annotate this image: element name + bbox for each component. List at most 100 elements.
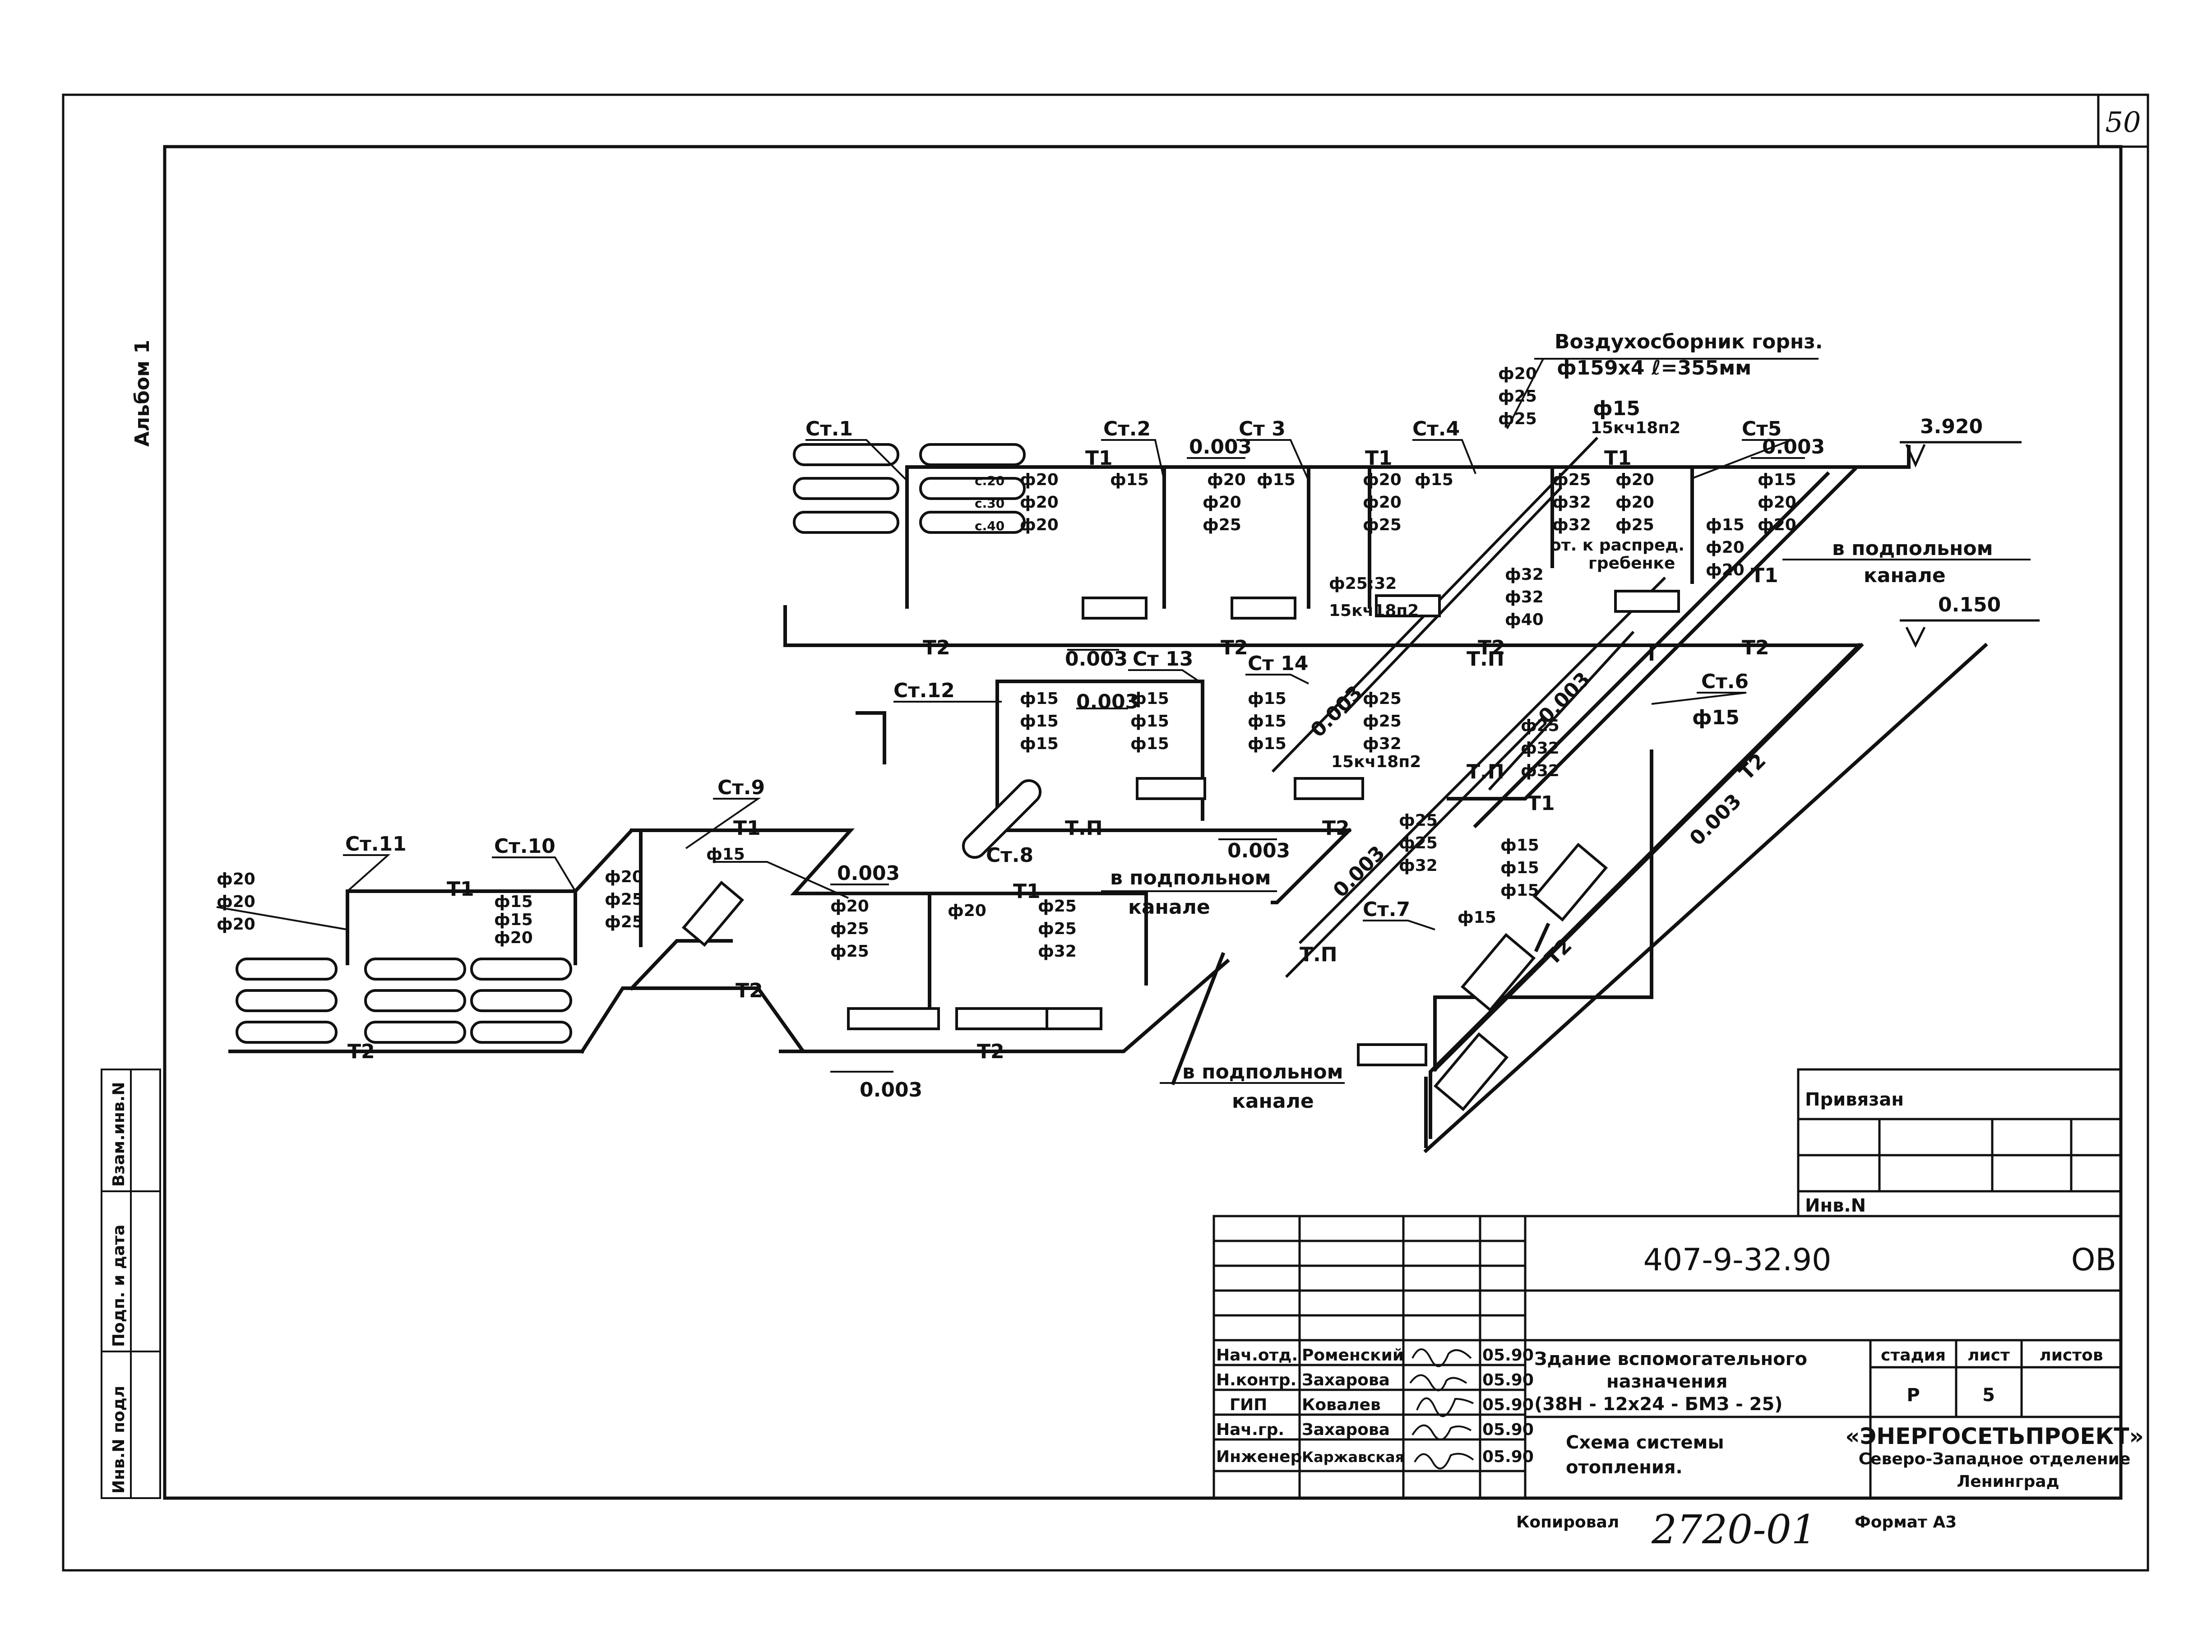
organization-city: Ленинград: [1957, 1472, 2059, 1491]
object-name: Здание вспомогательного: [1534, 1349, 1807, 1370]
return-label: Т2: [923, 636, 950, 659]
return-label: Т2: [1221, 636, 1248, 659]
stage-header: стадия: [1881, 1346, 1946, 1365]
binding-inventory: Инв.N: [1805, 1195, 1866, 1216]
signature-row: ГИП Ковалев 05.90: [1230, 1396, 1534, 1414]
svg-text:ф25: ф25: [1363, 712, 1402, 731]
svg-text:ф15: ф15: [1500, 881, 1539, 900]
object-name: назначения: [1606, 1371, 1727, 1392]
slope-value: 0.003: [1306, 681, 1367, 742]
svg-text:ф15: ф15: [1130, 735, 1169, 753]
svg-text:ф20: ф20: [1020, 516, 1059, 534]
svg-text:ф32: ф32: [1552, 516, 1591, 534]
svg-text:ф20: ф20: [1498, 365, 1537, 383]
side-stamp-signed: Подп. и дата: [110, 1225, 128, 1347]
diameter-stack: с.20 ф20 с.30 ф20 с.40 ф20: [975, 471, 1059, 534]
diameter-stack: ф25 ф25 ф32: [1363, 689, 1402, 753]
svg-text:05.90: 05.90: [1482, 1371, 1534, 1389]
svg-text:Каржавская: Каржавская: [1302, 1448, 1404, 1466]
svg-text:ф15: ф15: [1248, 689, 1286, 708]
diameter-stack: ф25 ф32 ф32: [1521, 717, 1560, 780]
svg-text:05.90: 05.90: [1482, 1346, 1534, 1365]
slope-value: 0.003: [1065, 648, 1128, 671]
sheets-header: листов: [2039, 1346, 2103, 1365]
svg-text:Роменский: Роменский: [1302, 1346, 1404, 1365]
side-stamp-inventory: Инв.N подл: [110, 1386, 128, 1494]
svg-text:ф32: ф32: [1505, 588, 1544, 606]
slope-value: 0.003: [1685, 790, 1746, 850]
svg-text:ф15: ф15: [494, 893, 533, 911]
slope-value: 0.003: [1762, 435, 1825, 458]
diameter-stack: ф15 ф15 ф15: [1500, 836, 1539, 900]
channel-note: в подпольном: [1182, 1060, 1343, 1083]
sheet-header: лист: [1967, 1346, 2010, 1365]
riser-label-st2: Ст.2: [1103, 417, 1151, 440]
slope-value: 0.003: [1329, 842, 1389, 902]
riser-label-st12: Ст.12: [893, 679, 955, 702]
copied-label: Копировал: [1516, 1513, 1619, 1532]
svg-text:с.40: с.40: [975, 518, 1004, 533]
tp-label: Т.П: [1467, 760, 1504, 783]
svg-text:ГИП: ГИП: [1230, 1396, 1267, 1414]
svg-text:Нач.отд.: Нач.отд.: [1216, 1346, 1298, 1365]
channel-note: в подпольном: [1110, 866, 1271, 889]
svg-text:ф15: ф15: [1130, 712, 1169, 731]
supply-label: Т1: [1085, 447, 1113, 470]
diameter-stack: ф25 ф32 ф32: [1552, 471, 1591, 534]
riser-label-st8: Ст.8: [986, 844, 1033, 867]
svg-text:Н.контр.: Н.контр.: [1216, 1371, 1296, 1389]
svg-text:ф25: ф25: [1399, 811, 1438, 830]
elevation-marks: [1900, 441, 2040, 648]
svg-text:ф25: ф25: [830, 920, 869, 938]
slope-arrows: [830, 457, 1805, 1073]
side-stamp: [101, 1069, 161, 1499]
svg-text:ф25: ф25: [1399, 834, 1438, 852]
pipe-spec: 15кч18п2: [1329, 602, 1419, 620]
channel-note: канале: [1864, 564, 1946, 587]
svg-text:ф15: ф15: [1020, 712, 1059, 731]
outer-frame: [62, 93, 2149, 1572]
svg-text:ф20: ф20: [1615, 493, 1654, 512]
supply-label: Т1: [1013, 880, 1041, 903]
svg-text:ф15: ф15: [1248, 712, 1286, 731]
sheet-title: отопления.: [1566, 1457, 1683, 1478]
air-collector-spec: ф159х4 ℓ=355мм: [1557, 356, 1751, 379]
svg-text:ф15: ф15: [1248, 735, 1286, 753]
riser-label-st1: Ст.1: [805, 417, 853, 440]
side-stamp-replaced: Взам.инв.N: [110, 1082, 128, 1187]
slope-value: 0.003: [1227, 839, 1290, 862]
document-code: 407-9-32.90: [1643, 1242, 1832, 1278]
diameter-stack: ф25 ф25 ф32: [1399, 811, 1438, 875]
return-label: Т2: [1735, 749, 1771, 785]
svg-text:ф32: ф32: [1521, 762, 1560, 780]
diameter-stack: ф20 ф20 ф25: [1615, 471, 1654, 534]
diameter-stack: ф20 ф25 ф25: [1498, 365, 1537, 428]
slope-value: 0.003: [1076, 690, 1139, 713]
slope-value: 0.003: [837, 862, 900, 885]
svg-text:ф20: ф20: [494, 929, 533, 947]
svg-text:ф20: ф20: [1203, 493, 1241, 512]
supply-label: Т1: [1751, 564, 1778, 587]
riser-leaders: [216, 439, 1792, 930]
pipe-diameter: ф20: [948, 902, 986, 920]
air-collector-title: Воздухосборник горнз.: [1555, 330, 1823, 353]
diameter-stack: ф15 ф15 ф15: [1248, 689, 1286, 753]
elevation-top: 3.920: [1920, 415, 1983, 438]
slope-value: 0.003: [860, 1078, 922, 1101]
svg-text:ф25: ф25: [1615, 516, 1654, 534]
diameter-stack: ф15 ф15 ф20: [494, 893, 533, 947]
svg-text:Ковалев: Ковалев: [1302, 1396, 1381, 1414]
return-label: Т2: [1322, 817, 1350, 840]
svg-text:ф20: ф20: [217, 870, 255, 888]
svg-text:ф20: ф20: [217, 893, 255, 911]
svg-text:ф20: ф20: [1758, 516, 1796, 534]
svg-text:05.90: 05.90: [1482, 1396, 1534, 1414]
pipe-diameter: ф15: [1458, 908, 1496, 927]
air-collector-leader: [1506, 358, 1544, 429]
svg-text:ф32: ф32: [1521, 739, 1560, 758]
pipe-diameter: ф15: [1257, 471, 1296, 489]
pipe-diameter: ф15: [1110, 471, 1149, 489]
svg-text:ф15: ф15: [1500, 859, 1539, 877]
supply-label: Т1: [1365, 447, 1393, 470]
diameter-stack: ф20 ф20 ф20: [217, 870, 255, 934]
